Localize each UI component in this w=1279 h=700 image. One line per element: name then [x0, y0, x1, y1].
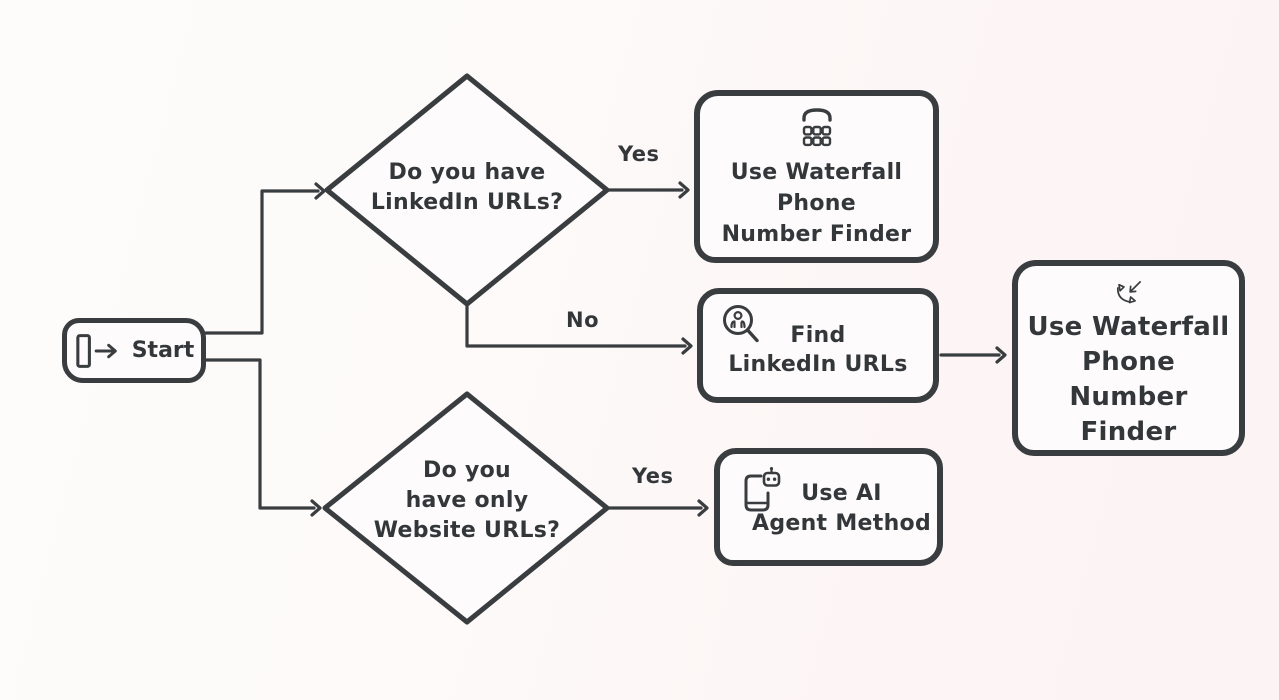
- arrowhead-start-to-website-decision: [310, 499, 322, 517]
- phone-incoming-call-icon: [1116, 281, 1141, 304]
- decision-line: Do you have: [388, 160, 546, 185]
- label-line: Phone: [1081, 347, 1176, 377]
- start-label: Start: [131, 338, 195, 363]
- use-ai-agent-method-node[interactable]: Use AI Agent Method: [714, 448, 943, 566]
- decision-line: have only: [405, 488, 529, 513]
- edge-label-yes-top: Yes: [618, 142, 660, 166]
- find-linkedin-urls-node[interactable]: Find LinkedIn URLs: [697, 288, 939, 403]
- use-ai-agent-label: Use AI Agent Method: [726, 475, 931, 539]
- label-line: Use Waterfall: [1027, 312, 1230, 342]
- edge-label-yes-bottom: Yes: [632, 464, 674, 488]
- label-line: Use Waterfall: [730, 160, 903, 185]
- search-person-icon: [723, 305, 759, 343]
- decision-line: LinkedIn URLs?: [370, 190, 564, 215]
- connector-start-to-linkedin-decision: [204, 189, 320, 335]
- use-waterfall-top-label: Use Waterfall Phone Number Finder: [722, 157, 912, 250]
- linkedin-decision-label: Do you have LinkedIn URLs?: [327, 158, 607, 218]
- label-line: Use AI: [801, 481, 882, 506]
- phone-robot-icon: [744, 467, 781, 512]
- arrowhead-yes-to-waterfall-top: [678, 181, 690, 199]
- label-line: Number Finder: [721, 222, 912, 247]
- use-waterfall-phone-finder-top-node[interactable]: Use Waterfall Phone Number Finder: [694, 90, 939, 263]
- website-decision-label: Do you have only Website URLs?: [327, 456, 607, 546]
- decision-line: Website URLs?: [373, 518, 561, 543]
- decision-diamond-website-urls[interactable]: [322, 391, 610, 625]
- decision-line: Do you: [423, 458, 511, 483]
- use-waterfall-phone-finder-right-node[interactable]: Use Waterfall Phone Number Finder: [1012, 260, 1245, 456]
- label-line: Number Finder: [1069, 382, 1188, 447]
- arrowhead-no-to-find-linkedin: [681, 337, 693, 355]
- decision-diamond-linkedin-urls[interactable]: [324, 73, 610, 307]
- label-line: LinkedIn URLs: [728, 351, 908, 377]
- label-line: Agent Method: [752, 511, 931, 536]
- label-line: Find: [790, 322, 846, 348]
- label-line: Phone: [777, 191, 856, 216]
- use-waterfall-right-label: Use Waterfall Phone Number Finder: [1018, 310, 1239, 450]
- edge-label-no: No: [566, 308, 600, 332]
- connector-no-to-find-linkedin: [465, 304, 687, 348]
- phone-keypad-icon: [801, 108, 832, 147]
- arrowhead-find-to-waterfall-right: [995, 346, 1007, 364]
- find-linkedin-label: Find LinkedIn URLs: [728, 313, 907, 379]
- arrowhead-yes-to-ai-agent: [697, 499, 709, 517]
- arrowhead-start-to-linkedin-decision: [314, 182, 326, 200]
- connector-start-to-website-decision: [204, 358, 316, 510]
- login-arrow-icon: [76, 333, 117, 368]
- start-node[interactable]: Start: [62, 318, 206, 383]
